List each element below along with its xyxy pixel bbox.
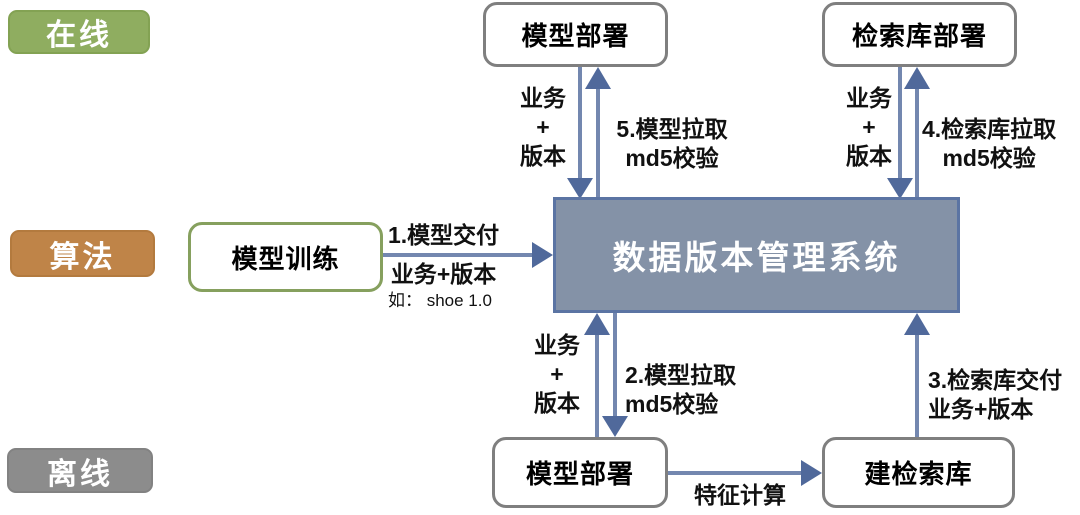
edge-label-3-index-delivery: 3.检索库交付 业务+版本 (928, 367, 1063, 422)
arrow-online-index-pull-up (904, 67, 930, 197)
node-build-index: 建检索库 (822, 437, 1015, 508)
edge-label-4-index-pull: 4.检索库拉取 md5校验 (922, 116, 1057, 171)
arrow-online-model-pull-up (585, 67, 611, 197)
node-model-deploy-online-label: 模型部署 (521, 21, 630, 51)
node-index-deploy-online: 检索库部署 (822, 2, 1017, 67)
edge-label-feature-calc: 特征计算 (694, 482, 786, 508)
lane-badge-algorithm-label: 算法 (49, 240, 116, 274)
edge-label-2-model-pull: 2.模型拉取 md5校验 (625, 362, 737, 417)
node-model-deploy-offline-label: 模型部署 (525, 459, 634, 489)
edge-label-biz-version-top-right: 业务 + 版本 (846, 85, 892, 169)
arrow-feature-calc-right (668, 460, 822, 486)
arrow-offline-model-pull-down (602, 313, 628, 437)
node-model-train-label: 模型训练 (231, 243, 340, 274)
lane-badge-offline: 离线 (7, 448, 153, 493)
node-model-train: 模型训练 (188, 222, 383, 292)
arrow-online-index-push-down (887, 67, 913, 199)
node-model-deploy-online: 模型部署 (483, 2, 668, 67)
edge-label-1-model-delivery: 1.模型交付 业务+版本 如： shoe 1.0 (388, 222, 500, 310)
arrow-model-delivery-right (383, 242, 553, 268)
node-data-version-management-system: 数据版本管理系统 (553, 197, 960, 313)
edge-label-biz-version-bottom: 业务 + 版本 (534, 332, 580, 416)
lane-badge-online-label: 在线 (46, 19, 112, 52)
arrow-offline-model-up (584, 313, 610, 437)
edge-label-5-model-pull: 5.模型拉取 md5校验 (616, 116, 728, 171)
edge-label-biz-version-top-left: 业务 + 版本 (520, 85, 566, 169)
node-model-deploy-offline: 模型部署 (492, 437, 668, 508)
arrow-online-model-push-down (567, 67, 593, 199)
lane-badge-algorithm: 算法 (10, 230, 155, 277)
node-build-index-label: 建检索库 (864, 459, 973, 489)
lane-badge-online: 在线 (8, 10, 150, 54)
lane-badge-offline-label: 离线 (47, 457, 113, 491)
node-index-deploy-online-label: 检索库部署 (851, 21, 987, 51)
arrow-index-delivery-up (904, 313, 930, 437)
node-dvms-label: 数据版本管理系统 (612, 239, 901, 276)
